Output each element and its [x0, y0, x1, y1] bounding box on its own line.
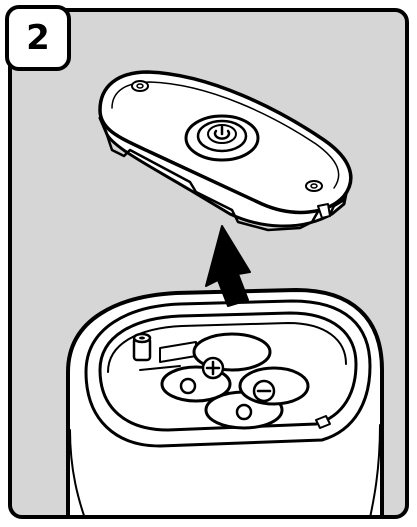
- power-icon: [186, 116, 258, 160]
- screw-hole-left: [132, 81, 148, 91]
- battery-minus-icon: [254, 381, 274, 401]
- battery-cover: [100, 72, 351, 230]
- step-number: 2: [26, 21, 50, 55]
- battery-plus-icon: [203, 358, 223, 378]
- step-badge: 2: [5, 5, 71, 71]
- screw-hole-right: [306, 181, 322, 191]
- device-base: [68, 290, 382, 527]
- spring-post: [134, 334, 150, 360]
